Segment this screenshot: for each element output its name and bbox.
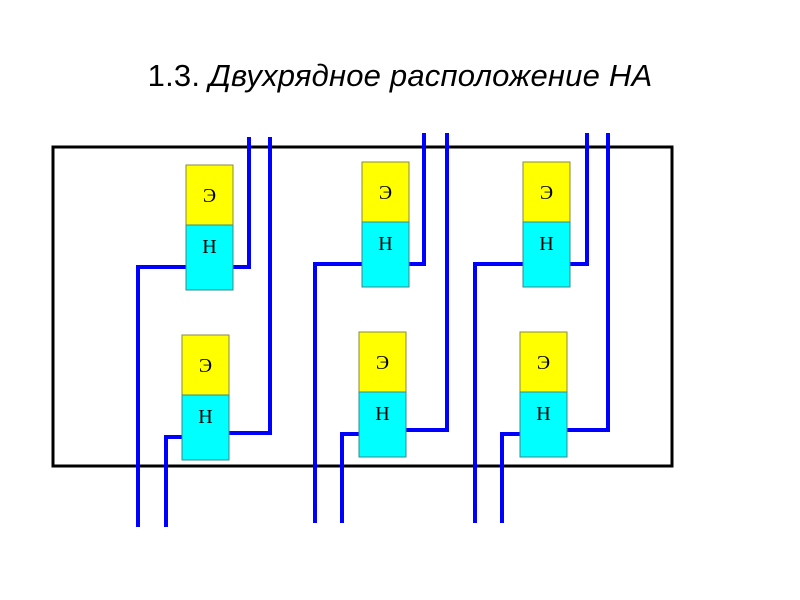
pump-block xyxy=(185,224,234,291)
pump-unit-bottom-2: ЭН xyxy=(358,331,407,458)
pipes xyxy=(136,133,610,527)
pump-label: Н xyxy=(539,233,553,255)
suction-pipe-top-2 xyxy=(313,262,362,523)
engine-label: Э xyxy=(537,352,550,374)
pump-block xyxy=(361,221,410,288)
pump-label: Н xyxy=(202,236,216,258)
title-text: Двухрядное расположение НА xyxy=(208,58,653,93)
pump-unit-bottom-3: ЭН xyxy=(519,331,568,458)
pump-unit-top-1: ЭН xyxy=(185,164,234,291)
pump-label: Н xyxy=(536,403,550,425)
suction-pipe-bottom-3 xyxy=(500,432,520,523)
suction-pipe-top-3 xyxy=(473,262,523,523)
title-number: 1.3. xyxy=(147,58,201,93)
engine-block xyxy=(519,331,568,393)
engine-block xyxy=(181,334,230,396)
engine-block xyxy=(522,161,571,223)
engine-label: Э xyxy=(203,185,216,207)
pump-block xyxy=(358,391,407,458)
engine-label: Э xyxy=(379,182,392,204)
engine-label: Э xyxy=(540,182,553,204)
discharge-pipe-bottom-2 xyxy=(406,133,449,432)
suction-pipe-top-1 xyxy=(136,265,186,527)
building-frame xyxy=(51,145,674,468)
suction-pipe-bottom-1 xyxy=(164,435,182,527)
pump-label: Н xyxy=(375,403,389,425)
pump-block xyxy=(522,221,571,288)
discharge-pipe-top-3 xyxy=(570,133,589,266)
pump-unit-top-2: ЭН xyxy=(361,161,410,288)
pump-block xyxy=(519,391,568,458)
pump-unit-top-3: ЭН xyxy=(522,161,571,288)
discharge-pipe-bottom-1 xyxy=(229,137,272,435)
discharge-pipe-bottom-3 xyxy=(567,133,610,432)
engine-label: Э xyxy=(376,352,389,374)
discharge-pipe-top-2 xyxy=(409,133,426,266)
engine-block xyxy=(185,164,234,226)
engine-label: Э xyxy=(199,355,212,377)
suction-pipe-bottom-2 xyxy=(340,432,359,523)
discharge-pipe-top-1 xyxy=(233,137,251,269)
slide-title: 1.3. Двухрядное расположение НА xyxy=(0,58,800,94)
pump-unit-bottom-1: ЭН xyxy=(181,334,230,461)
engine-block xyxy=(358,331,407,393)
pump-label: Н xyxy=(198,406,212,428)
pump-label: Н xyxy=(378,233,392,255)
pump-block xyxy=(181,394,230,461)
